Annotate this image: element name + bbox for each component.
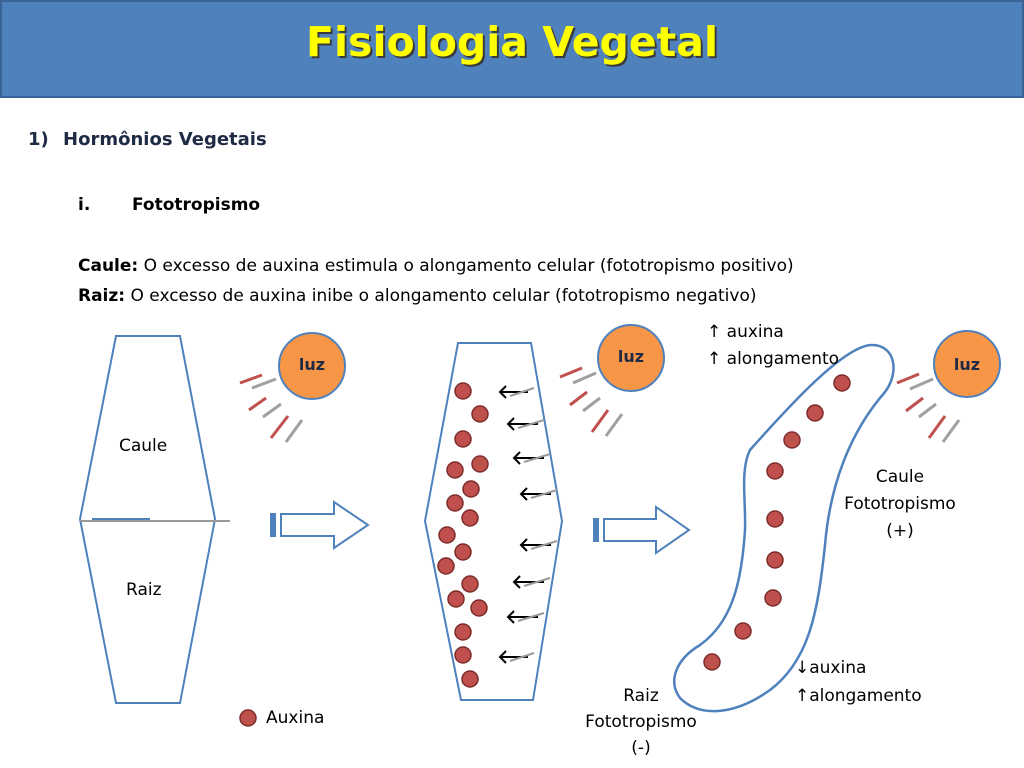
stem-label: Caule (119, 436, 168, 456)
root-description-text: O excesso de auxina inibe o alongamento … (125, 286, 757, 306)
light-rays-icon (239, 373, 304, 443)
sun-label: luz (298, 355, 326, 374)
section-heading: 1) Hormônios Vegetais (28, 129, 267, 150)
plant-outline-auxin (423, 342, 564, 701)
bottom-note-line-2: ↑alongamento (795, 686, 922, 706)
sun-icon (278, 332, 346, 400)
root-description: Raiz: O excesso de auxina inibe o alonga… (78, 286, 756, 306)
auxin-legend-label: Auxina (266, 708, 325, 728)
stem-note-line-2: Fototropismo (844, 494, 956, 514)
top-note-line-2: ↑ alongamento (707, 349, 840, 369)
root-label: Raiz (126, 580, 162, 600)
process-arrow-icon (593, 505, 691, 555)
sun-icon (597, 324, 665, 392)
section-number: 1) (28, 129, 49, 150)
stem-note-line-3: (+) (886, 521, 914, 541)
subsection-label: Fototropismo (132, 195, 261, 215)
section-label: Hormônios Vegetais (63, 129, 267, 150)
bottom-note-line-1: ↓auxina (795, 658, 867, 678)
auxin-migration-arrows (498, 385, 558, 664)
sun-label: luz (617, 347, 645, 366)
light-rays-icon (896, 372, 961, 443)
auxin-dots-bent (703, 374, 851, 671)
auxin-legend-icon (239, 709, 257, 727)
subsection-number: i. (78, 195, 91, 215)
root-note-line-1: Raiz (623, 686, 659, 706)
process-arrow-icon (270, 500, 370, 550)
root-note-line-3: (-) (631, 738, 651, 758)
sun-icon (933, 330, 1001, 398)
stem-description-text: O excesso de auxina estimula o alongamen… (138, 256, 794, 276)
stem-note-line-1: Caule (875, 467, 925, 487)
top-note-line-1: ↑ auxina (707, 322, 784, 342)
root-note-line-2: Fototropismo (585, 712, 697, 732)
light-rays-icon (559, 366, 624, 437)
sun-label: luz (953, 355, 981, 374)
stem-description-label: Caule: (78, 256, 139, 276)
plant-outline-bent (673, 343, 895, 713)
auxin-dots (437, 382, 489, 688)
title-bar (0, 0, 1024, 98)
stem-description: Caule: O excesso de auxina estimula o al… (78, 256, 794, 276)
root-description-label: Raiz: (78, 286, 126, 306)
page-title: Fisiologia Vegetal (305, 18, 719, 66)
